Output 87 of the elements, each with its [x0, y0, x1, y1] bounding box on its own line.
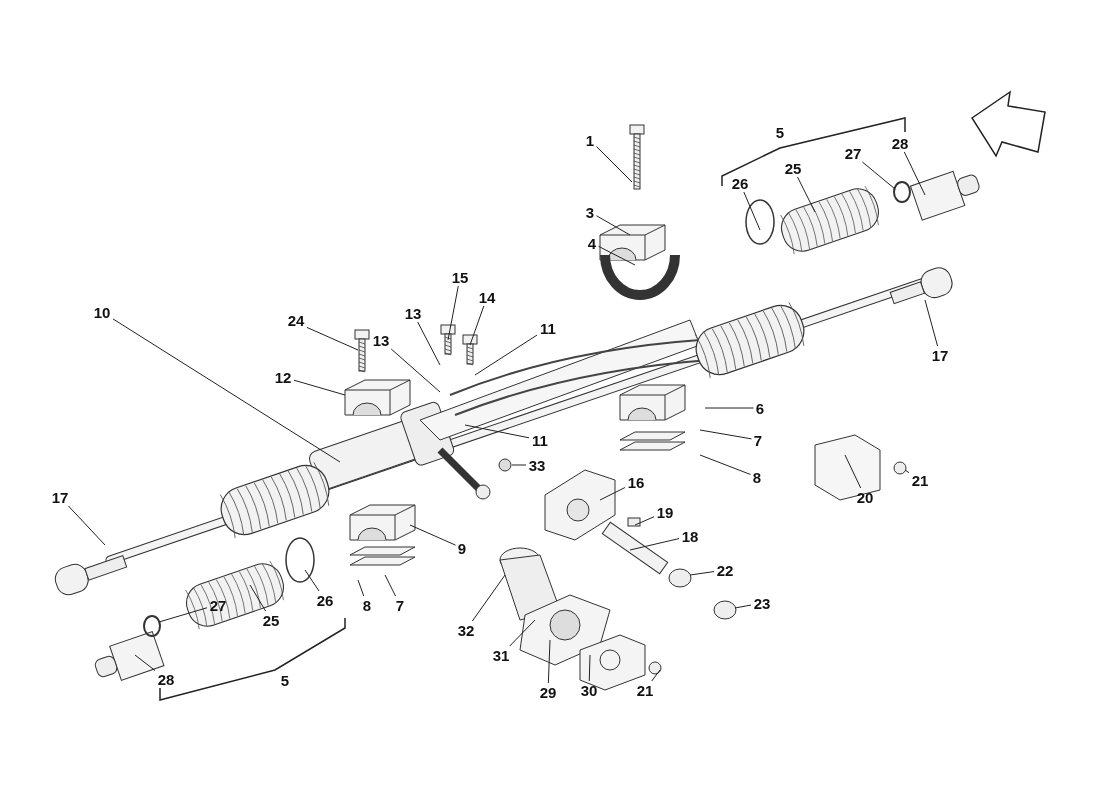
leader-line	[134, 654, 156, 671]
leader-line	[464, 424, 530, 439]
leader-line	[797, 176, 816, 213]
leader-line	[629, 538, 680, 551]
callout-number: 21	[909, 471, 931, 489]
callout-number: 4	[585, 234, 599, 252]
callout-number: 32	[455, 621, 477, 639]
leader-line	[469, 305, 485, 346]
leader-line	[861, 161, 896, 190]
callout-number: 15	[449, 268, 471, 286]
leader-line	[474, 334, 538, 376]
callout-number: 14	[476, 288, 498, 306]
leader-line	[417, 321, 441, 366]
leader-line	[704, 407, 754, 409]
callout-number: 19	[654, 503, 676, 521]
leader-line	[112, 318, 341, 463]
leader-line	[384, 574, 396, 597]
callout-number: 33	[526, 456, 548, 474]
leader-line	[651, 669, 661, 682]
leader-line	[158, 607, 208, 623]
callout-number: 9	[455, 539, 469, 557]
callout-number: 25	[260, 611, 282, 629]
leader-line	[547, 639, 551, 684]
callout-number: 13	[370, 331, 392, 349]
callout-number: 12	[272, 368, 294, 386]
callout-number: 17	[929, 346, 951, 364]
leader-line	[924, 299, 939, 347]
leader-line	[844, 454, 862, 489]
callout-number: 27	[842, 144, 864, 162]
leader-line	[447, 285, 459, 341]
leader-line	[699, 454, 751, 475]
bolt-drawing	[354, 329, 370, 373]
clamp-ring	[893, 181, 911, 203]
leader-line	[511, 464, 527, 466]
leader-line	[689, 571, 715, 576]
callout-number: 13	[402, 304, 424, 322]
callout-number: 22	[714, 561, 736, 579]
callout-number: 30	[578, 681, 600, 699]
leader-line	[699, 429, 752, 440]
callout-number: 5	[773, 123, 787, 141]
callout-number: 17	[49, 488, 71, 506]
callout-number: 28	[889, 134, 911, 152]
leader-line	[306, 326, 359, 351]
callout-number: 26	[314, 591, 336, 609]
callout-number: 16	[625, 473, 647, 491]
callout-number: 25	[782, 159, 804, 177]
callout-number: 21	[634, 681, 656, 699]
callout-number: 8	[750, 468, 764, 486]
callout-number: 20	[854, 488, 876, 506]
callout-number: 23	[751, 594, 773, 612]
leader-line	[734, 604, 752, 609]
leader-line	[596, 146, 633, 183]
leader-line	[409, 524, 456, 546]
callout-number: 10	[91, 303, 113, 321]
leader-line	[471, 574, 506, 622]
callout-number: 6	[753, 399, 767, 417]
callout-number: 1	[583, 131, 597, 149]
callout-number: 28	[155, 670, 177, 688]
callout-number: 26	[729, 174, 751, 192]
callout-number: 11	[537, 319, 559, 337]
callout-number: 27	[207, 596, 229, 614]
leader-line	[588, 654, 591, 682]
callout-number: 3	[583, 203, 597, 221]
leader-line	[293, 379, 346, 396]
callout-number: 29	[537, 683, 559, 701]
callout-number: 7	[393, 596, 407, 614]
leader-line	[743, 191, 761, 231]
callout-number: 18	[679, 527, 701, 545]
clamp-ring	[143, 615, 161, 637]
callout-number: 24	[285, 311, 307, 329]
callout-number: 8	[360, 596, 374, 614]
leader-line	[904, 469, 910, 474]
leader-line	[598, 245, 636, 266]
callout-number: 11	[529, 431, 551, 449]
leader-line	[903, 151, 926, 196]
leader-line	[596, 215, 631, 236]
callout-number: 5	[278, 671, 292, 689]
leader-line	[390, 348, 441, 393]
leader-line	[67, 505, 106, 546]
leader-line	[357, 579, 365, 597]
leader-line	[509, 619, 536, 647]
leader-line	[634, 516, 655, 526]
leader-line	[249, 584, 267, 612]
callout-number: 31	[490, 646, 512, 664]
leader-line	[304, 569, 320, 592]
callout-number: 7	[751, 431, 765, 449]
leader-line	[599, 487, 626, 501]
